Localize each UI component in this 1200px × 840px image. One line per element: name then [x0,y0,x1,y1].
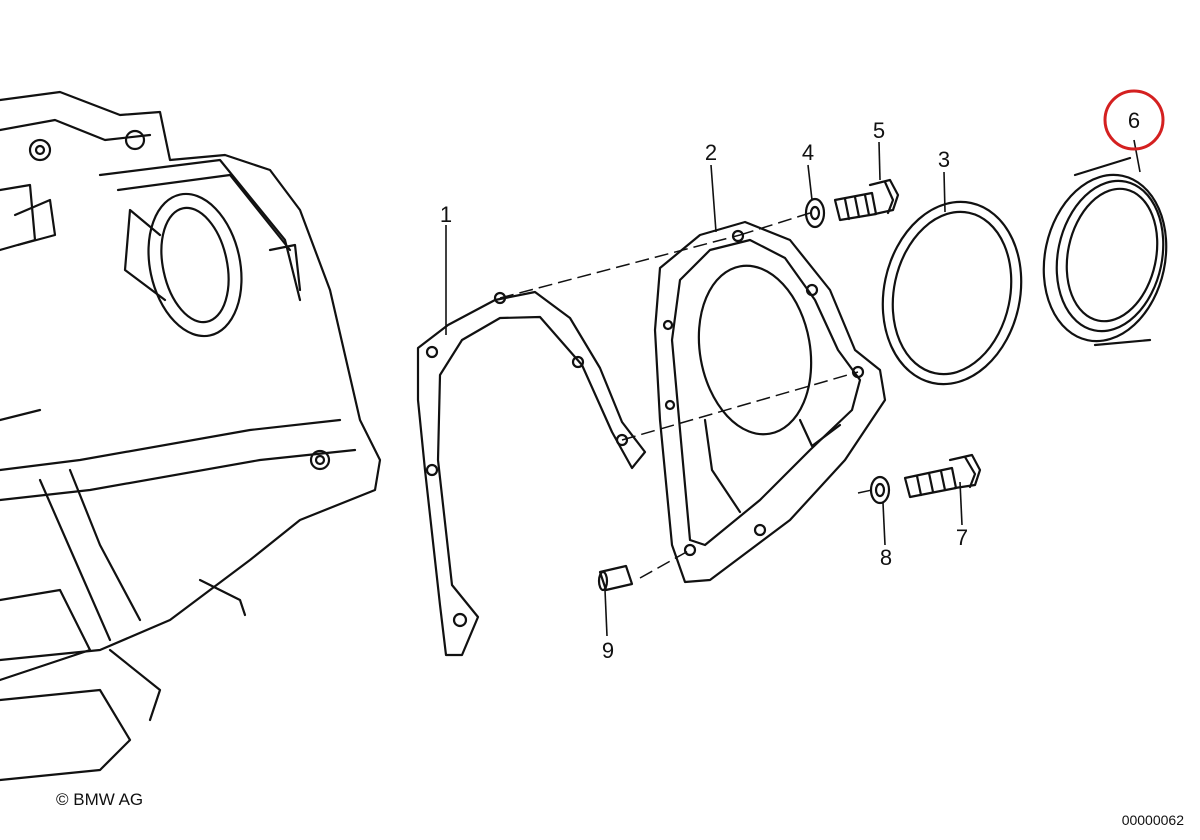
bolt-7 [903,453,982,499]
part-label-5: 5 [873,118,885,143]
washer-4 [804,197,826,229]
engine-block [0,90,382,782]
part-label-8: 8 [880,545,892,570]
part-label-6: 6 [1128,108,1140,133]
highlight-circle [1103,89,1165,151]
gasket-1 [416,290,647,657]
ring-3 [881,200,1023,386]
leader-lines [445,139,1141,637]
part-label-3: 3 [938,147,950,172]
housing-2 [653,220,887,584]
part-label-2: 2 [705,140,717,165]
copyright-notice: © BMW AG [56,790,144,809]
part-label-9: 9 [602,638,614,663]
part-label-1: 1 [440,202,452,227]
bolt-5 [833,178,900,222]
part-label-7: 7 [956,525,968,550]
diagram-id: 00000062 [1121,812,1184,828]
seal-6 [1042,156,1168,347]
part-label-4: 4 [802,140,814,165]
washer-8 [869,475,891,505]
alignment-lines [499,212,873,579]
dowel-9 [597,564,634,592]
